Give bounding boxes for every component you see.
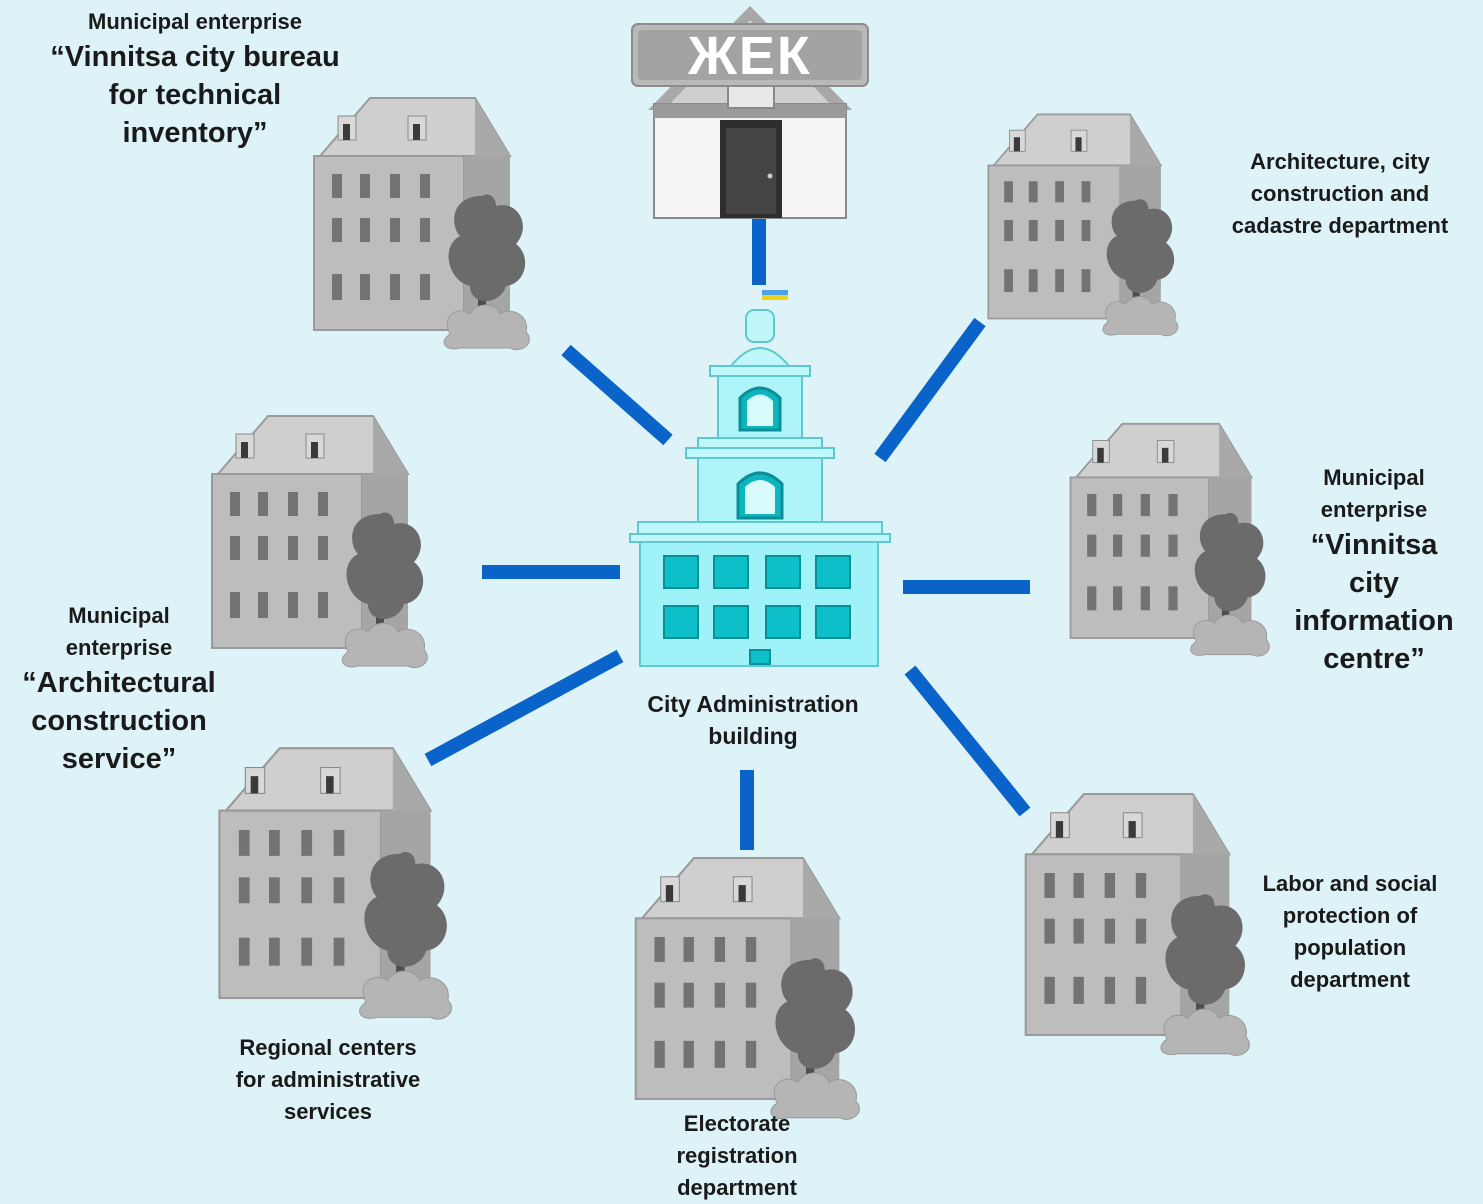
label-arch-service-line2: construction: [31, 705, 207, 737]
label-bti-line1: “Vinnitsa city bureau: [50, 41, 340, 73]
label-labor: Labor and social protection of populatio…: [1226, 868, 1474, 996]
label-labor-line3: population: [1293, 935, 1407, 960]
link-labor: [904, 665, 1031, 817]
zhek-house-icon: [631, 6, 869, 219]
building-architecture-icon: [987, 113, 1179, 337]
label-arch-service-prefix1: Municipal: [68, 603, 170, 628]
label-electorate-line2: registration: [676, 1143, 798, 1168]
label-info-centre-line3: information: [1294, 605, 1454, 637]
label-labor-line2: protection of: [1282, 903, 1418, 928]
label-regional-line2: for administrative: [235, 1067, 421, 1092]
label-arch-service: Municipal enterprise “Architectural cons…: [0, 600, 238, 778]
label-info-centre-line2: city: [1349, 567, 1399, 599]
label-architecture: Architecture, city construction and cada…: [1200, 146, 1480, 242]
building-electorate-icon: [634, 857, 861, 1121]
label-architecture-line1: Architecture, city: [1250, 149, 1430, 174]
label-info-centre-prefix1: Municipal: [1323, 465, 1425, 490]
label-bti: Municipal enterprise “Vinnitsa city bure…: [20, 6, 370, 152]
label-info-centre: Municipal enterprise “Vinnitsa city info…: [1276, 462, 1472, 678]
label-electorate: Electorate registration department: [596, 1108, 878, 1204]
label-bti-line2: for technical: [108, 79, 282, 111]
label-info-centre-line4: centre”: [1323, 643, 1425, 675]
label-labor-line1: Labor and social: [1262, 871, 1438, 896]
label-bti-line3: inventory”: [122, 117, 268, 149]
label-arch-service-line1: “Architectural: [22, 667, 216, 699]
label-labor-line4: department: [1290, 967, 1410, 992]
center-label-line2: building: [708, 723, 798, 749]
label-electorate-line3: department: [677, 1175, 797, 1200]
label-arch-service-line3: service”: [61, 743, 177, 775]
label-regional: Regional centers for administrative serv…: [188, 1032, 468, 1128]
label-architecture-line3: cadastre department: [1231, 213, 1449, 238]
center-label-line1: City Administration: [647, 691, 859, 717]
label-regional-line3: services: [283, 1099, 373, 1124]
building-regional-icon: [218, 747, 453, 1021]
label-arch-service-prefix2: enterprise: [65, 635, 173, 660]
label-electorate-line1: Electorate: [683, 1111, 791, 1136]
center-label: City Administration building: [610, 688, 896, 752]
label-regional-line1: Regional centers: [239, 1035, 417, 1060]
link-architecture: [874, 317, 986, 463]
link-bti: [561, 344, 673, 446]
label-info-centre-line1: “Vinnitsa: [1310, 529, 1438, 561]
building-info-centre-icon: [1069, 422, 1271, 658]
zhek-sign-text: ЖЕК: [688, 26, 812, 86]
link-regional: [424, 649, 624, 767]
label-info-centre-prefix2: enterprise: [1320, 497, 1428, 522]
label-architecture-line2: construction and: [1250, 181, 1430, 206]
city-administration-building-icon: [629, 290, 891, 667]
label-bti-prefix: Municipal enterprise: [88, 9, 302, 34]
